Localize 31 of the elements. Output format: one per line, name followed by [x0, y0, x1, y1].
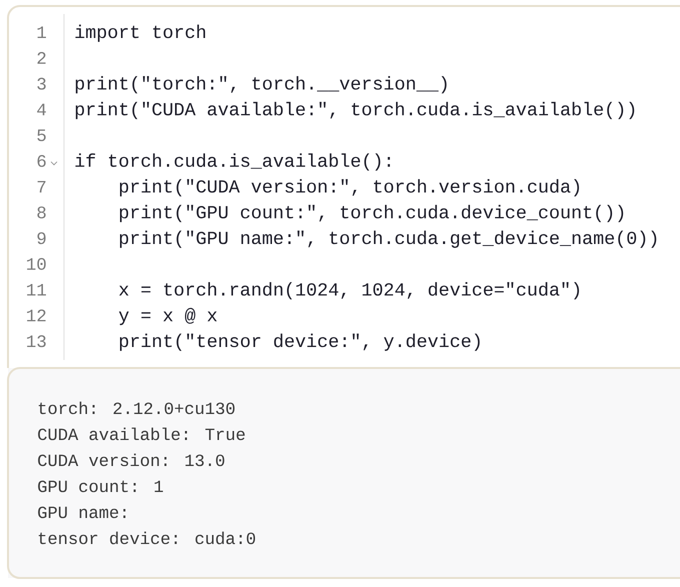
- output-line: GPU count: 1: [38, 480, 163, 492]
- code-line: import torch: [76, 24, 206, 42]
- line-number: 13: [27, 335, 46, 348]
- line-number: 2: [38, 52, 46, 64]
- output-line: CUDA available: True: [38, 428, 245, 440]
- code-line: x = torch.randn(1024, 1024, device="cuda"): [119, 282, 579, 300]
- output-panel: [7, 367, 680, 579]
- line-number: 8: [37, 206, 46, 218]
- code-line: print("CUDA version:", torch.version.cuda): [120, 179, 579, 196]
- code-line: print("CUDA available:", torch.cuda.is_available()): [76, 102, 634, 120]
- code-line: y = x @ x: [118, 308, 217, 326]
- line-number: 10: [27, 258, 46, 270]
- line-number: 5: [37, 129, 46, 142]
- code-line: print("torch:", torch.__version__): [76, 76, 446, 94]
- code-line: print("GPU name:", torch.cuda.get_device_name(0)): [120, 230, 656, 248]
- code-panel: [7, 5, 680, 368]
- code-line: print("GPU count:", torch.cuda.device_count()): [120, 204, 624, 222]
- code-line: print("tensor device:", y.device): [120, 334, 480, 351]
- code-line: if torch.cuda.is_available():: [76, 153, 390, 171]
- output-line: CUDA version: 13.0: [38, 454, 224, 466]
- line-number: 11: [27, 284, 46, 296]
- line-number: 7: [38, 180, 46, 192]
- line-number: 9: [38, 232, 46, 244]
- line-number: 4: [37, 104, 46, 116]
- output-line: tensor device: cuda:0: [38, 532, 256, 544]
- line-number: 3: [37, 78, 46, 90]
- line-number: 6: [38, 155, 46, 167]
- output-line: torch: 2.12.0+cu130: [38, 402, 234, 414]
- line-number: 1: [38, 26, 46, 38]
- line-number: 12: [27, 310, 46, 322]
- output-line: GPU name:: [38, 506, 126, 518]
